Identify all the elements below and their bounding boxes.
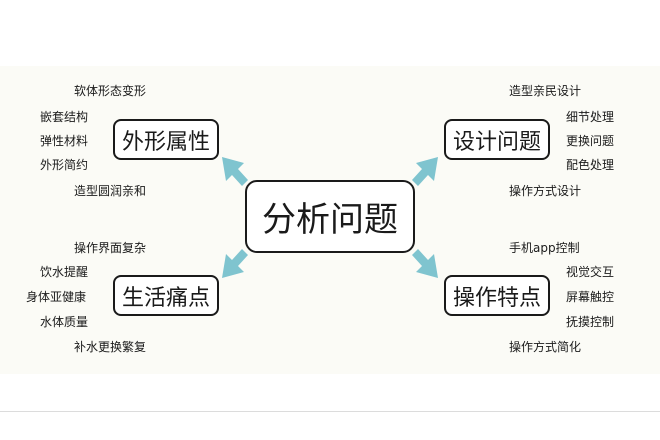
leaf-item: 弹性材料	[40, 134, 89, 148]
branch-node-bottom-left: 生活痛点	[113, 275, 219, 316]
branch-node-bottom-right: 操作特点	[444, 275, 550, 316]
arrow-top-right	[412, 157, 438, 186]
arrow-top-left	[222, 157, 248, 186]
leaf-item: 操作方式设计	[509, 184, 582, 198]
leaf-item: 造型亲民设计	[509, 84, 582, 98]
leaf-item: 细节处理	[566, 110, 615, 124]
leaf-item: 身体亚健康	[26, 290, 87, 304]
leaf-item: 嵌套结构	[40, 110, 89, 124]
leaf-item: 水体质量	[40, 315, 89, 329]
leaf-item: 补水更换繁复	[74, 340, 147, 354]
arrow-bottom-right	[412, 249, 438, 278]
leaf-item: 抚摸控制	[566, 315, 615, 329]
leaf-item: 操作界面复杂	[74, 241, 147, 255]
branch-node-top-right: 设计问题	[444, 119, 550, 160]
leaf-item: 饮水提醒	[40, 265, 89, 279]
leaf-item: 视觉交互	[566, 265, 615, 279]
center-node: 分析问题	[245, 180, 415, 253]
leaf-item: 外形简约	[40, 158, 89, 172]
arrow-bottom-left	[222, 249, 248, 278]
leaf-item: 更换问题	[566, 134, 615, 148]
branch-node-top-left: 外形属性	[113, 119, 219, 160]
bottom-divider	[0, 411, 660, 412]
leaf-item: 屏幕触控	[566, 290, 615, 304]
leaf-item: 手机app控制	[509, 241, 580, 255]
leaf-item: 造型圆润亲和	[74, 184, 147, 198]
leaf-item: 软体形态变形	[74, 84, 147, 98]
leaf-item: 配色处理	[566, 158, 615, 172]
leaf-item: 操作方式简化	[509, 340, 582, 354]
